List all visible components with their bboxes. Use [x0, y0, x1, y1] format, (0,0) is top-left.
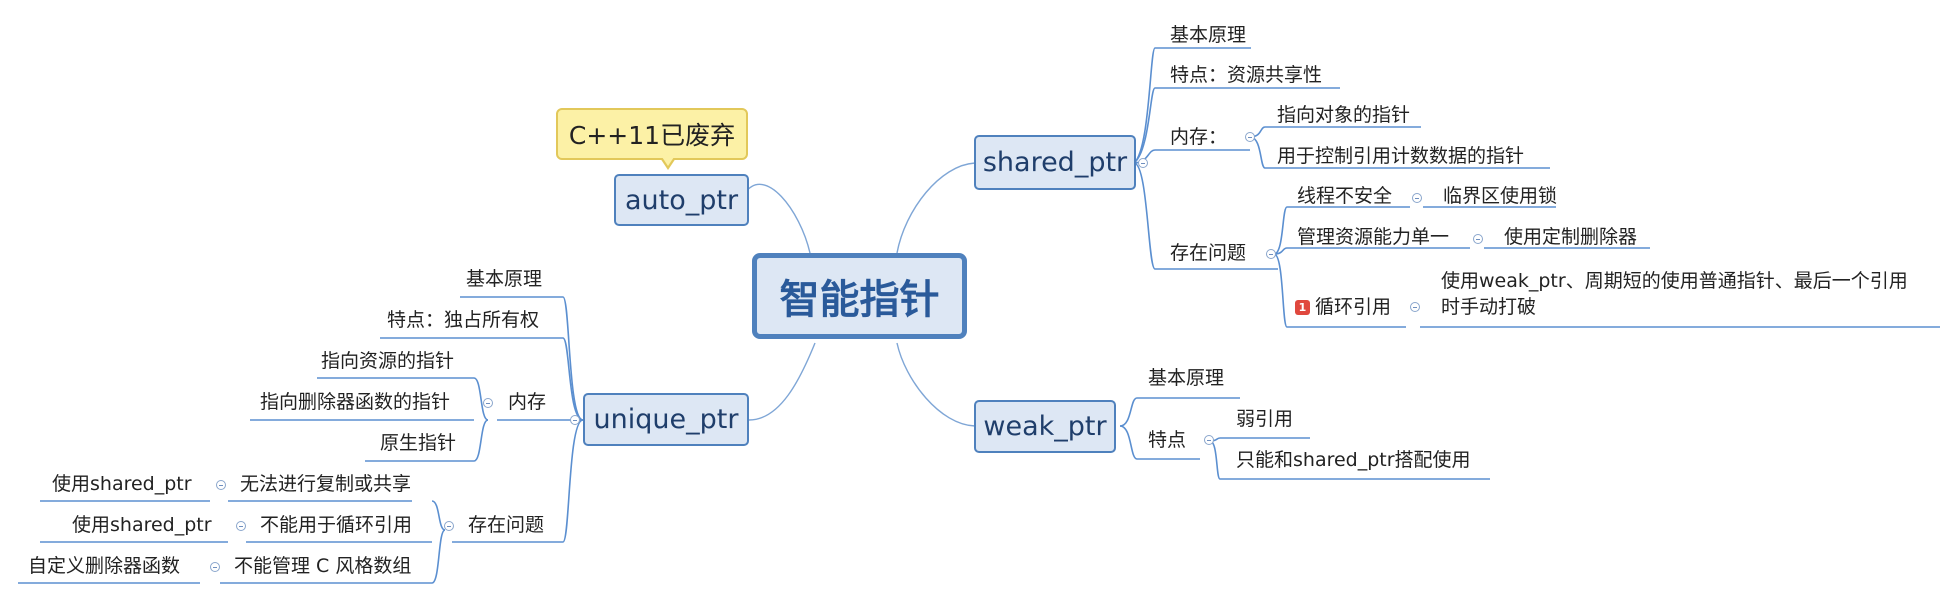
- shared-ptr-memory-collapse-icon[interactable]: [1245, 132, 1255, 142]
- shared-ptr-memory[interactable]: 内存：: [1170, 126, 1228, 148]
- unique-ptr-problem-1-collapse-icon[interactable]: [216, 480, 226, 490]
- shared-ptr-feature[interactable]: 特点：资源共享性: [1170, 64, 1323, 86]
- unique-ptr-node[interactable]: unique_ptr: [583, 393, 749, 446]
- shared-ptr-solution-2[interactable]: 使用定制删除器: [1504, 226, 1638, 248]
- weak-ptr-principle[interactable]: 基本原理: [1148, 367, 1225, 389]
- shared-ptr-principle[interactable]: 基本原理: [1170, 24, 1247, 46]
- shared-ptr-problem-3-collapse-icon[interactable]: [1410, 302, 1420, 312]
- shared-ptr-problem-1[interactable]: 线程不安全: [1297, 185, 1393, 207]
- shared-ptr-problem-1-collapse-icon[interactable]: [1412, 193, 1422, 203]
- root-label: 智能指针: [779, 277, 940, 323]
- shared-ptr-node[interactable]: shared_ptr: [974, 135, 1136, 190]
- weak-ptr-feature-item-2[interactable]: 只能和shared_ptr搭配使用: [1236, 449, 1471, 471]
- unique-ptr-memory-item-3[interactable]: 原生指针: [380, 432, 457, 454]
- shared-ptr-solution-3-line-2[interactable]: 时手动打破: [1441, 296, 1537, 318]
- auto-ptr-note-tail-fill: [662, 157, 674, 166]
- unique-ptr-collapse-icon[interactable]: [570, 415, 580, 425]
- unique-ptr-problems[interactable]: 存在问题: [468, 514, 545, 536]
- weak-ptr-label: weak_ptr: [983, 411, 1107, 442]
- unique-ptr-principle[interactable]: 基本原理: [466, 268, 543, 290]
- unique-ptr-problem-2-collapse-icon[interactable]: [236, 521, 246, 531]
- unique-ptr-problem-1[interactable]: 无法进行复制或共享: [240, 473, 412, 495]
- unique-ptr-problems-collapse-icon[interactable]: [444, 521, 454, 531]
- root-node[interactable]: 智能指针: [752, 253, 967, 339]
- shared-ptr-problem-2-collapse-icon[interactable]: [1473, 234, 1483, 244]
- unique-ptr-problem-2[interactable]: 不能用于循环引用: [260, 514, 413, 536]
- unique-ptr-label: unique_ptr: [593, 404, 739, 435]
- shared-ptr-solution-1[interactable]: 临界区使用锁: [1443, 185, 1558, 207]
- weak-ptr-feature-item-1[interactable]: 弱引用: [1236, 408, 1294, 430]
- unique-ptr-memory-item-1[interactable]: 指向资源的指针: [321, 350, 455, 372]
- unique-ptr-memory-collapse-icon[interactable]: [483, 398, 493, 408]
- auto-ptr-note[interactable]: C++11已废弃: [556, 108, 748, 160]
- shared-ptr-problem-3[interactable]: 循环引用: [1315, 296, 1392, 318]
- auto-ptr-label: auto_ptr: [624, 184, 739, 216]
- shared-ptr-problems[interactable]: 存在问题: [1170, 242, 1247, 264]
- shared-ptr-memory-item-1[interactable]: 指向对象的指针: [1277, 104, 1411, 126]
- shared-ptr-problems-collapse-icon[interactable]: [1266, 249, 1276, 259]
- weak-ptr-node[interactable]: weak_ptr: [974, 400, 1116, 453]
- shared-ptr-label: shared_ptr: [982, 147, 1128, 178]
- shared-ptr-collapse-icon[interactable]: [1138, 158, 1148, 168]
- weak-ptr-feature[interactable]: 特点: [1148, 429, 1187, 451]
- unique-ptr-problem-3-collapse-icon[interactable]: [210, 562, 220, 572]
- unique-ptr-memory-item-2[interactable]: 指向删除器函数的指针: [260, 391, 451, 413]
- shared-ptr-problem-2[interactable]: 管理资源能力单一: [1297, 226, 1450, 248]
- weak-ptr-feature-collapse-icon[interactable]: [1204, 435, 1214, 445]
- shared-ptr-solution-3-line-1[interactable]: 使用weak_ptr、周期短的使用普通指针、最后一个引用: [1441, 270, 1908, 292]
- unique-ptr-memory[interactable]: 内存: [508, 391, 547, 413]
- unique-ptr-solution-1[interactable]: 使用shared_ptr: [52, 473, 192, 495]
- unique-ptr-feature[interactable]: 特点：独占所有权: [387, 309, 540, 331]
- shared-ptr-memory-item-2[interactable]: 用于控制引用计数数据的指针: [1277, 145, 1525, 167]
- unique-ptr-solution-3[interactable]: 自定义删除器函数: [28, 555, 181, 577]
- auto-ptr-node[interactable]: auto_ptr: [614, 174, 749, 226]
- priority-1-icon: 1: [1295, 300, 1310, 315]
- unique-ptr-problem-3[interactable]: 不能管理 C 风格数组: [234, 555, 412, 577]
- auto-ptr-note-text: C++11已废弃: [568, 121, 736, 150]
- unique-ptr-solution-2[interactable]: 使用shared_ptr: [72, 514, 212, 536]
